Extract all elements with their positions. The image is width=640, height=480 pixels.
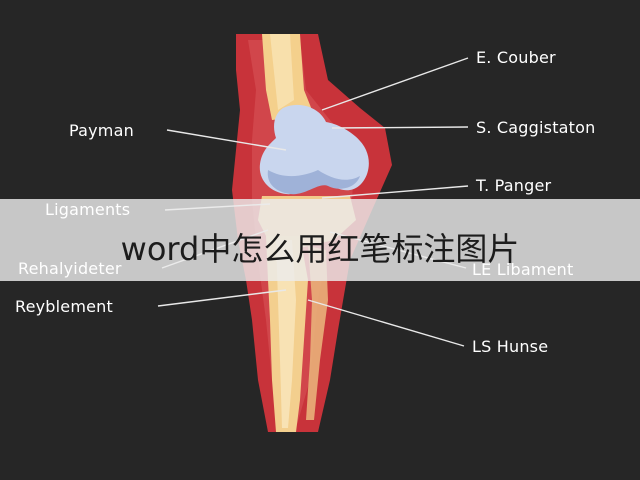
leader-reyblement [157,289,287,307]
leader-payman [166,129,287,151]
leader-s-caggistaton [331,126,469,129]
leader-t-panger [321,185,469,199]
banner-title: word中怎么用红笔标注图片 [120,230,520,268]
leader-e-couber [321,57,469,111]
label-t-panger: T. Panger [476,176,552,195]
femur-highlight [270,34,294,110]
cartilage [259,104,369,195]
label-e-couber: E. Couber [476,48,556,67]
cartilage-shade [267,170,360,195]
label-reyblement: Reyblement [15,297,113,316]
label-ls-hunse: LS Hunse [472,337,549,356]
label-ligaments: Ligaments [45,200,131,219]
leader-ls-hunse [307,299,465,347]
label-rehalyideter: Rehalyideter [18,259,122,278]
label-payman: Payman [69,121,134,140]
fibula [306,246,328,420]
title-banner [0,199,640,281]
label-s-caggistaton: S. Caggistaton [476,118,596,137]
tibia-highlight [276,240,296,428]
label-le-libament: LE Libament [472,260,574,279]
